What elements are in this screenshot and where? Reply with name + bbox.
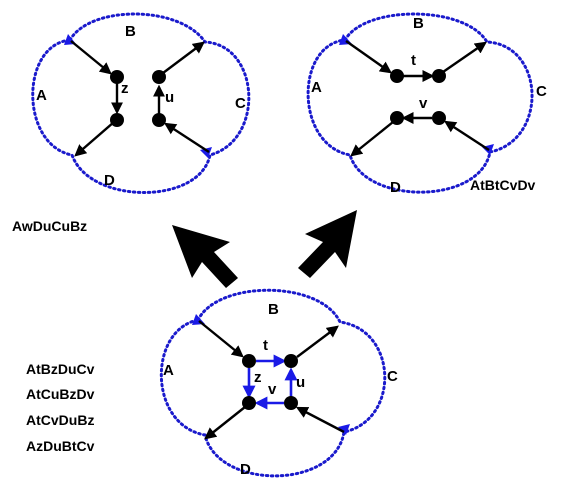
caption-top-left: AwDuCuBz [12,218,87,234]
node [242,354,256,368]
edge-a-to-t [345,40,392,74]
region-label-c: C [536,83,547,100]
region-label-b: B [268,301,279,318]
region-label-c: C [235,95,246,112]
region-label-a: A [36,87,47,104]
word-list-item: AtCuBzDv [26,386,95,402]
edge-label-u: u [165,89,174,106]
diagram-bottom: A B C D t z u v AtBzDuCv AtCuBzDv AtCvDu… [26,288,398,478]
region-label-d: D [240,461,251,478]
caption-top-right: AtBtCvDv [470,177,536,193]
node [432,69,446,83]
region-label-d: D [104,172,115,189]
node [110,113,124,127]
diagram-top-right: A B C D t v AtBtCvDv [306,12,547,196]
big-arrow-left [172,225,238,288]
node [110,70,124,84]
edge-t-to-b [442,41,487,73]
edge-t-to-b [296,325,339,358]
region-label-a: A [163,362,174,379]
node [152,70,166,84]
node [390,111,404,125]
word-list-item: AzDuBtCv [26,438,95,454]
edge-u-to-b [162,41,205,74]
node [242,396,256,410]
edge-a-to-t [198,320,244,358]
edge-label-v: v [419,95,428,112]
region-label-d: D [390,179,401,196]
node [284,354,298,368]
region-label-b: B [413,15,424,32]
node [390,69,404,83]
edge-label-v: v [268,381,277,398]
edge-c-to-v [443,120,490,152]
boundary-curve [31,12,251,194]
edge-a-to-z [70,40,112,75]
edge-label-z: z [121,80,129,97]
diagram-top-left: A B C D z u AwDuCuBz [12,12,251,234]
edge-label-z: z [254,369,262,386]
word-list-item: AtBzDuCv [26,361,95,377]
edge-z-to-d [204,406,246,440]
edge-label-t: t [411,52,416,69]
edge-c-to-u [295,406,345,434]
region-label-c: C [387,368,398,385]
edge-label-u: u [296,374,305,391]
region-label-a: A [311,79,322,96]
edge-v-to-d [350,121,394,157]
big-arrow-right [298,210,357,278]
word-list-item: AtCvDuBz [26,412,94,428]
node [284,396,298,410]
boundary-arrow-tip [200,147,212,158]
edge-c-to-u [163,122,210,154]
node [432,111,446,125]
region-label-b: B [125,23,136,40]
edge-label-t: t [263,337,268,354]
boundary-arrow-tip [338,424,350,435]
edge-z-to-d [74,121,115,157]
node [152,113,166,127]
